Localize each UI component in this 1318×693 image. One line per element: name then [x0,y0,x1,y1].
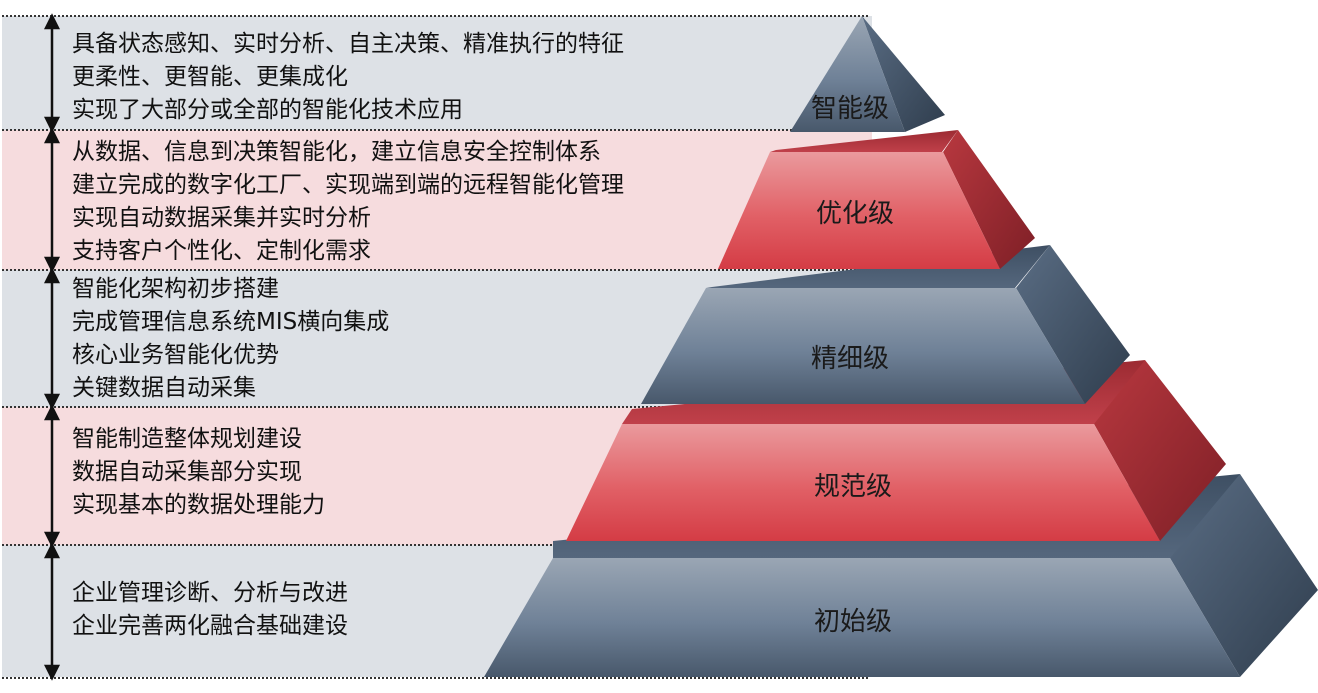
desc-line: 从数据、信息到决策智能化，建立信息安全控制体系 [72,139,601,165]
separator-line [2,406,868,408]
desc-line: 企业管理诊断、分析与改进 [72,580,348,606]
level-2-label: 规范级 [813,472,892,502]
level-3-description: 智能化架构初步搭建 完成管理信息系统MIS横向集成 核心业务智能化优势 关键数据… [72,273,389,405]
level-1-label: 初始级 [813,607,892,637]
separator-line [2,544,868,546]
desc-line: 实现基本的数据处理能力 [72,492,325,518]
tier-level-5 [790,16,945,132]
desc-line: 智能化架构初步搭建 [72,276,279,302]
desc-line: 核心业务智能化优势 [72,342,279,368]
level-4-description: 从数据、信息到决策智能化，建立信息安全控制体系 建立完成的数字化工厂、实现端到端… [72,136,624,268]
desc-line: 智能制造整体规划建设 [72,426,302,452]
level-1-description: 企业管理诊断、分析与改进 企业完善两化融合基础建设 [72,577,348,643]
desc-line: 建立完成的数字化工厂、实现端到端的远程智能化管理 [72,172,624,198]
desc-line: 关键数据自动采集 [72,375,256,401]
desc-line: 实现自动数据采集并实时分析 [72,205,371,231]
desc-line: 实现了大部分或全部的智能化技术应用 [72,97,463,123]
level-5-label: 智能级 [810,94,889,124]
desc-line: 具备状态感知、实时分析、自主决策、精准执行的特征 [72,31,624,57]
arrow-group [43,13,61,681]
tier-level-4 [718,130,1035,269]
level-5-description: 具备状态感知、实时分析、自主决策、精准执行的特征 更柔性、更智能、更集成化 实现… [72,28,624,127]
desc-line: 完成管理信息系统MIS横向集成 [72,309,390,335]
separator-line [2,269,868,271]
band-level-5 [2,16,872,130]
band-level-4 [2,130,872,270]
desc-line: 数据自动采集部分实现 [72,459,302,485]
desc-line: 更柔性、更智能、更集成化 [72,64,348,90]
separator-line [2,15,868,17]
desc-line: 企业完善两化融合基础建设 [72,613,348,639]
separator-line [2,677,868,679]
separator-line [2,129,868,131]
level-2-description: 智能制造整体规划建设 数据自动采集部分实现 实现基本的数据处理能力 [72,423,325,522]
level-4-label: 优化级 [815,199,894,229]
desc-line: 支持客户个性化、定制化需求 [72,238,371,264]
level-3-label: 精细级 [810,344,889,374]
